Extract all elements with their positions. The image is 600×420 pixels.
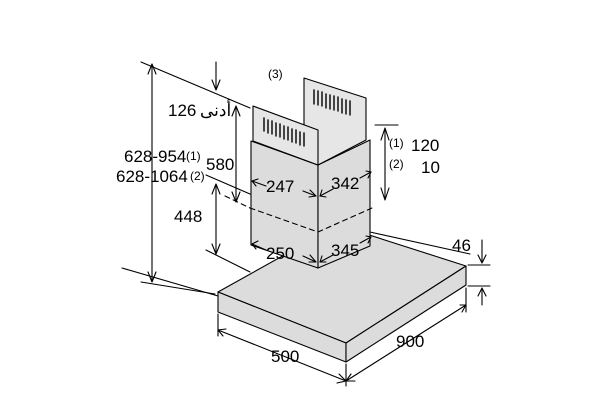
label-canopy-thickness: 46 xyxy=(452,236,471,255)
label-note-3: (3) xyxy=(268,67,283,81)
top-gap-dimension xyxy=(374,124,399,201)
chimney xyxy=(224,77,373,269)
label-overall-height-1: 628-954 xyxy=(124,147,187,166)
label-top-gap-1: 120 xyxy=(411,136,440,155)
label-top-gap-note-1: (1) xyxy=(389,136,404,150)
upper-chimney-height-dimension xyxy=(231,105,241,203)
label-chimney-depth-upper: 247 xyxy=(266,177,295,196)
label-depth: 500 xyxy=(271,347,300,366)
label-chimney-depth-lower: 250 xyxy=(266,244,295,263)
label-chimney-width-upper: 342 xyxy=(331,174,360,193)
wall-outline xyxy=(121,231,471,297)
label-overall-note-1: (1) xyxy=(186,149,201,163)
label-upper-chimney-height: 580 xyxy=(206,155,235,174)
label-lower-chimney-height: 448 xyxy=(174,207,203,226)
canopy-thickness-dimension xyxy=(467,239,491,306)
label-min-clearance-word: أدنى xyxy=(200,101,232,120)
canopy xyxy=(217,224,467,363)
label-overall-note-2: (2) xyxy=(190,169,205,183)
width-dimension xyxy=(345,287,467,382)
vent-slots xyxy=(263,89,351,147)
label-min-clearance: 126 xyxy=(168,101,197,120)
label-top-gap-2: 10 xyxy=(421,158,440,177)
chimney-width-arrows xyxy=(251,170,372,263)
label-width: 900 xyxy=(396,332,425,351)
top-clearance-dimension xyxy=(211,61,221,91)
label-chimney-width-lower: 345 xyxy=(331,241,360,260)
lower-chimney-height-dimension xyxy=(205,174,251,255)
overall-height-dimension xyxy=(140,61,251,295)
label-top-gap-note-2: (2) xyxy=(389,157,404,171)
label-overall-height-2: 628-1064 xyxy=(116,167,188,186)
